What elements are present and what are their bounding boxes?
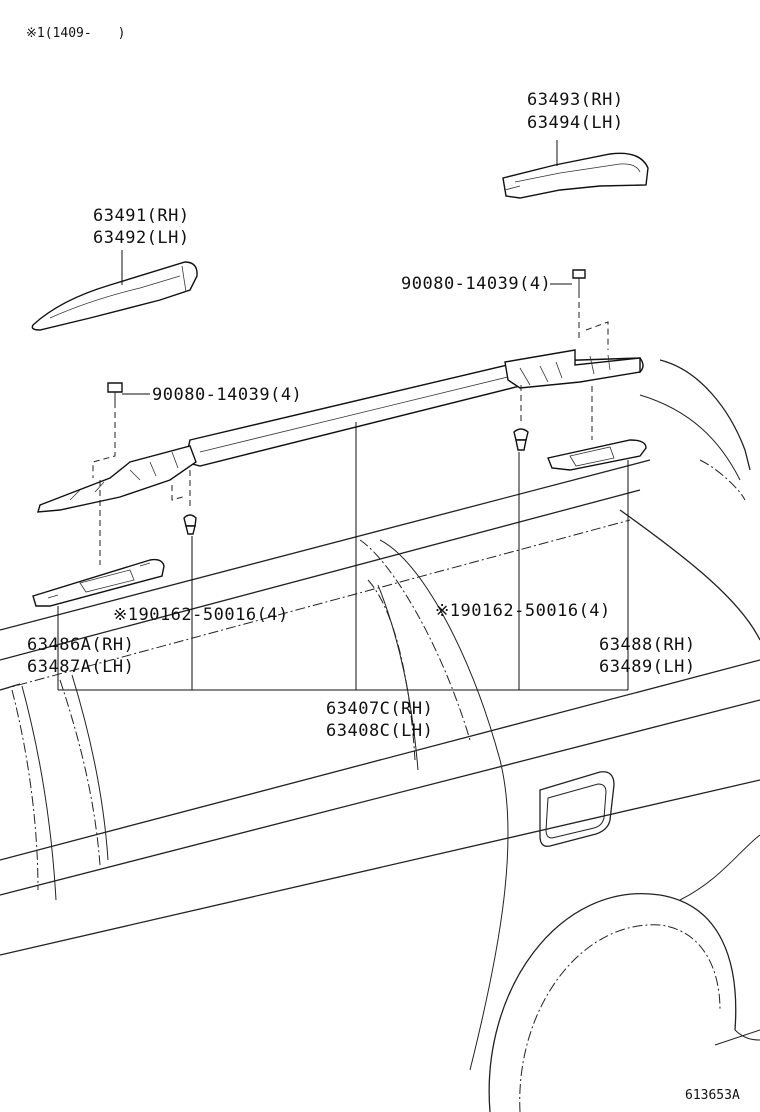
rear-clip [513, 385, 593, 690]
rear-pad [547, 439, 647, 690]
label-63489-lh: 63489(LH) [599, 657, 696, 677]
front-clip [99, 470, 197, 690]
label-screw-front: 90080-14039(4) [152, 385, 303, 405]
label-63494-lh: 63494(LH) [527, 113, 624, 133]
front-pad [32, 558, 165, 690]
label-screw-rear: 90080-14039(4) [401, 274, 552, 294]
label-clip-front: ※190162-50016(4) [113, 605, 289, 625]
vehicle-body-outline [0, 359, 760, 1112]
roof-rail [37, 349, 644, 690]
applicability-note: ※1(1409- ) [26, 26, 126, 41]
illustration-code: 613653A [685, 1088, 740, 1103]
label-63491-rh: 63491(RH) [93, 206, 190, 226]
label-63407c-rh: 63407C(RH) [326, 699, 434, 719]
front-screw [92, 382, 150, 478]
label-63408c-lh: 63408C(LH) [326, 721, 434, 741]
label-63492-lh: 63492(LH) [93, 228, 190, 248]
label-63487a-lh: 63487A(LH) [27, 657, 135, 677]
front-end-cover [31, 250, 198, 331]
rear-screw [550, 269, 609, 350]
label-clip-rear: ※190162-50016(4) [435, 601, 611, 621]
label-63493-rh: 63493(RH) [527, 90, 624, 110]
rear-end-cover [502, 140, 649, 199]
label-63488-rh: 63488(RH) [599, 635, 696, 655]
label-63486a-rh: 63486A(RH) [27, 635, 135, 655]
